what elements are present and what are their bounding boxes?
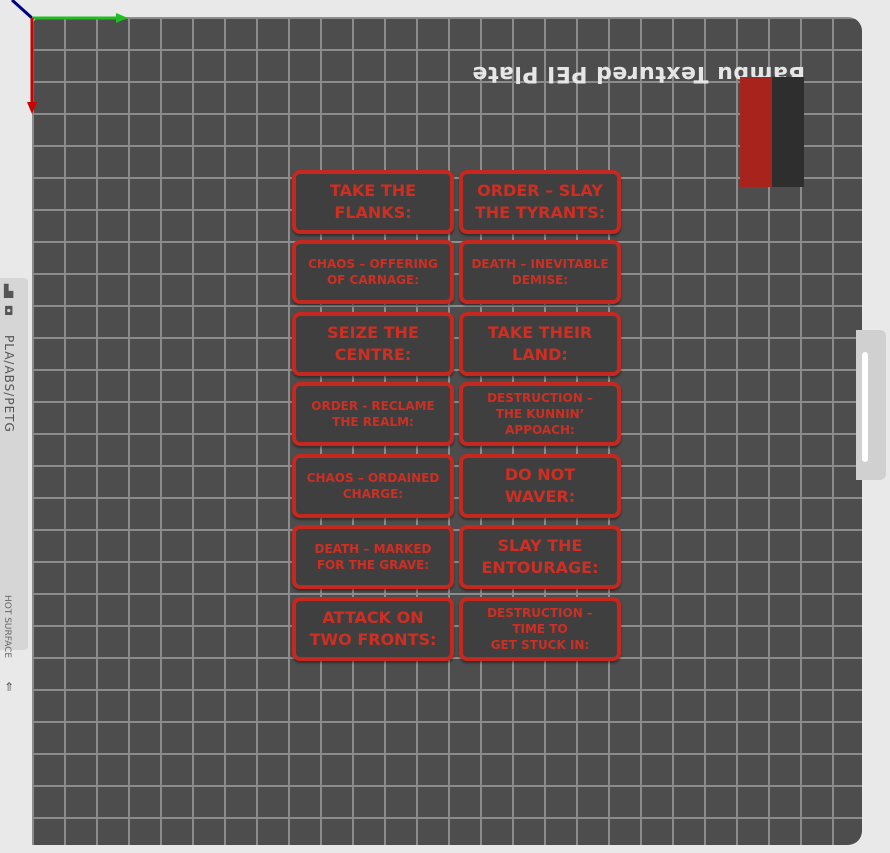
model-tag[interactable]: CHAOS – OFFERING OF CARNAGE: [292,240,454,304]
bambu-logo-icon: ▙ [4,284,14,298]
model-tag[interactable]: ORDER - RECLAME THE REALM: [292,382,454,446]
model-tag[interactable]: DO NOT WAVER: [459,454,621,518]
material-label: PLA/ABS/PETG [2,335,16,433]
plate-type-icon: ◘ [4,304,14,318]
model-tag[interactable]: SEIZE THE CENTRE: [292,312,454,376]
model-tag[interactable]: TAKE THEIR LAND: [459,312,621,376]
model-tag[interactable]: TAKE THE FLANKS: [292,170,454,234]
model-tag[interactable]: SLAY THE ENTOURAGE: [459,525,621,589]
arrows-icon: ⇑ [4,680,15,694]
plate-handle-slot [862,352,868,462]
filament-swatch-black [772,77,804,187]
axis-gizmo [10,0,128,114]
model-tag[interactable]: DEATH – INEVITABLE DEMISE: [459,240,621,304]
model-tag[interactable]: DEATH – MARKED FOR THE GRAVE: [292,525,454,589]
model-tag[interactable]: ATTACK ON TWO FRONTS: [292,597,454,661]
filament-swatch-red [740,77,772,187]
model-tag[interactable]: CHAOS – ORDAINED CHARGE: [292,454,454,518]
plate-side-strip [0,278,28,650]
plate-handle [856,330,886,480]
model-tag[interactable]: DESTRUCTION – THE KUNNIN’ APPOACH: [459,382,621,446]
model-tag[interactable]: DESTRUCTION – TIME TO GET STUCK IN: [459,597,621,661]
z-axis-icon [10,0,34,20]
model-tag[interactable]: ORDER – SLAY THE TYRANTS: [459,170,621,234]
hot-surface-warning: HOT SURFACE [2,595,12,659]
